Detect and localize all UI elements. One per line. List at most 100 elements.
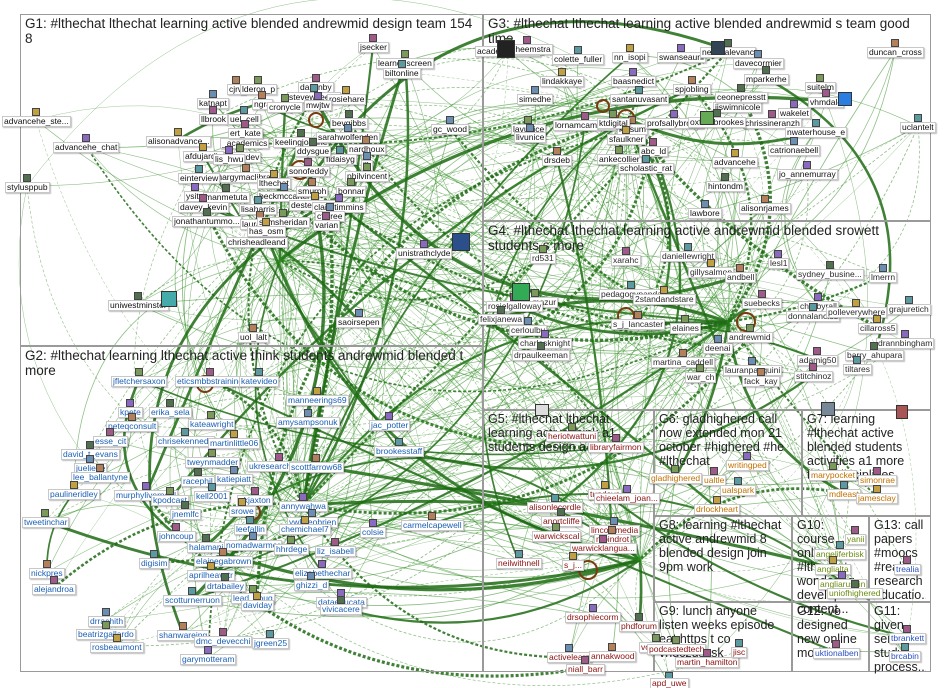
node-label[interactable]: gladhighered	[649, 473, 702, 484]
node-label[interactable]: baasnedict	[611, 76, 656, 87]
node-label[interactable]: podcastedtech	[647, 644, 706, 655]
node-label[interactable]: nickpres	[29, 568, 65, 579]
node-label[interactable]: kateawright	[188, 419, 235, 430]
node-label[interactable]: suebecks	[742, 298, 782, 309]
node-label[interactable]: varian	[313, 220, 340, 231]
node-label[interactable]: deenai	[703, 343, 733, 354]
node-label[interactable]: ceonepresstt	[715, 92, 768, 103]
node-label[interactable]: jisc	[731, 647, 747, 658]
node-label[interactable]: llbrook	[199, 114, 228, 125]
node-label[interactable]: rosiehare	[327, 94, 366, 105]
node-label[interactable]: beatrizgallardo	[76, 629, 136, 640]
node-label[interactable]: colsie	[360, 527, 386, 538]
node-label[interactable]: marypocket	[809, 470, 857, 481]
node-label[interactable]: mwjtw	[304, 100, 332, 111]
node-label[interactable]: rd531	[530, 253, 556, 264]
node-label[interactable]: stitchinoz	[794, 371, 833, 382]
node-label[interactable]: cillaross5	[858, 323, 897, 334]
node-label[interactable]: alejandroa	[32, 584, 76, 595]
node-label[interactable]: dmc_devecchi	[194, 636, 252, 647]
node-label[interactable]: livunice	[514, 132, 546, 143]
node-label[interactable]: jac_potter	[369, 420, 410, 431]
node-label[interactable]: gc_wood	[431, 124, 469, 135]
node-label[interactable]: johncoup	[157, 531, 196, 542]
node-label[interactable]: drsdeb	[542, 155, 572, 166]
node-label[interactable]: elaines	[670, 323, 701, 334]
node-label[interactable]: charlesknight	[518, 338, 572, 349]
node-label[interactable]: stylusppub	[5, 182, 50, 193]
node-label[interactable]: jsecker	[358, 42, 389, 53]
node-label[interactable]: chieelam_joan...	[594, 493, 660, 504]
node-label[interactable]: lesl1	[768, 258, 789, 269]
node-label[interactable]: jo_annemurray	[777, 169, 838, 180]
node-label[interactable]: uniofhighered	[827, 588, 883, 599]
node-label[interactable]: writingped	[726, 460, 769, 471]
node-label[interactable]: colette_fuller	[552, 54, 604, 65]
node-label[interactable]: adamig50	[797, 355, 838, 366]
node-label[interactable]: yanii	[845, 534, 866, 545]
node-label[interactable]: martina_caddell	[651, 357, 715, 368]
node-label[interactable]: rosielgalloway	[486, 301, 543, 312]
node-label[interactable]: katevideo	[239, 376, 279, 387]
node-label[interactable]: unistrathclyde	[396, 248, 452, 259]
node-label[interactable]: esse_cit	[93, 436, 128, 447]
node-label[interactable]: fack_kay	[742, 376, 780, 387]
node-label[interactable]: grajuretich	[887, 304, 931, 315]
node-label[interactable]: ghizzi_d	[294, 580, 329, 591]
node-label[interactable]: tweetinchar	[22, 517, 69, 528]
node-label[interactable]: uol_lalt	[238, 332, 269, 343]
node-label[interactable]: biltonline	[383, 68, 421, 79]
node-label[interactable]: nn_isopi	[612, 52, 648, 63]
node-label[interactable]: jamesclay	[856, 493, 898, 504]
node-label[interactable]: lawbore	[688, 208, 722, 219]
node-label[interactable]: lindakkaye	[540, 76, 584, 87]
node-label[interactable]: annakwood	[589, 651, 636, 662]
node-label[interactable]: duncan_cross	[867, 47, 924, 58]
node-label[interactable]: lauranpasquini	[723, 365, 782, 376]
node-label[interactable]: chemichael7	[279, 524, 331, 535]
node-label[interactable]: newmalevanc	[700, 47, 756, 58]
node-label[interactable]: jfletchersaxon	[111, 376, 167, 387]
node-label[interactable]: amysampsonuk	[276, 417, 340, 428]
node-label[interactable]: swanseauni	[657, 52, 706, 63]
node-label[interactable]: jgreen25	[252, 638, 289, 649]
node-label[interactable]: neilwithnell	[496, 558, 542, 569]
node-label[interactable]: andbell	[725, 272, 756, 283]
node-label[interactable]: phdforum	[619, 621, 659, 632]
node-label[interactable]: ualspark	[720, 485, 756, 496]
node-label[interactable]: 2standandstare	[633, 294, 696, 305]
node-label[interactable]: scholastic_rat	[618, 163, 674, 174]
node-label[interactable]: niall_barr	[566, 664, 605, 675]
node-label[interactable]: cronycle	[267, 102, 303, 113]
node-label[interactable]: carmelcapewell	[401, 520, 464, 531]
node-label[interactable]: war_ch	[685, 372, 716, 383]
node-label[interactable]: lee_ballantyne	[71, 472, 130, 483]
node-label[interactable]: felixjanewa	[478, 314, 524, 325]
node-label[interactable]: uclantelt	[900, 122, 936, 133]
node-label[interactable]: angeliferbisk	[814, 549, 866, 560]
node-label[interactable]: drannbingham	[876, 338, 934, 349]
node-label[interactable]: manneerings69	[286, 395, 349, 406]
node-label[interactable]: sonofeddy	[287, 166, 330, 177]
node-label[interactable]: advancehe_ste...	[2, 116, 71, 127]
node-label[interactable]: liz_isabell	[315, 546, 356, 557]
node-label[interactable]: alisonlecordle	[527, 502, 583, 513]
node-label[interactable]: chrisheadleand	[226, 237, 288, 248]
node-label[interactable]: einterview	[178, 173, 220, 184]
node-label[interactable]: garymotteram	[180, 654, 236, 665]
node-label[interactable]: sydney_busine...	[796, 269, 864, 280]
node-label[interactable]: santanuvasant	[610, 94, 669, 105]
node-label[interactable]: elizabethechar	[293, 568, 352, 579]
node-label[interactable]: s_j_lancaster	[611, 319, 665, 330]
node-label[interactable]: digisim	[139, 558, 169, 569]
node-label[interactable]: jonathantummo...	[172, 216, 242, 227]
node-label[interactable]: sfaulkner	[607, 134, 646, 145]
node-label[interactable]: annywahwa	[279, 501, 328, 512]
node-label[interactable]: rosbeaumont	[90, 642, 144, 653]
node-label[interactable]: warwicklangua...	[570, 543, 637, 554]
node-label[interactable]: sarahwolfenden	[316, 132, 380, 143]
node-label[interactable]: martin_hamilton	[675, 657, 739, 668]
node-label[interactable]: advancehe	[712, 157, 758, 168]
node-label[interactable]: daviday	[241, 600, 274, 611]
node-label[interactable]: hhrdege	[274, 544, 309, 555]
